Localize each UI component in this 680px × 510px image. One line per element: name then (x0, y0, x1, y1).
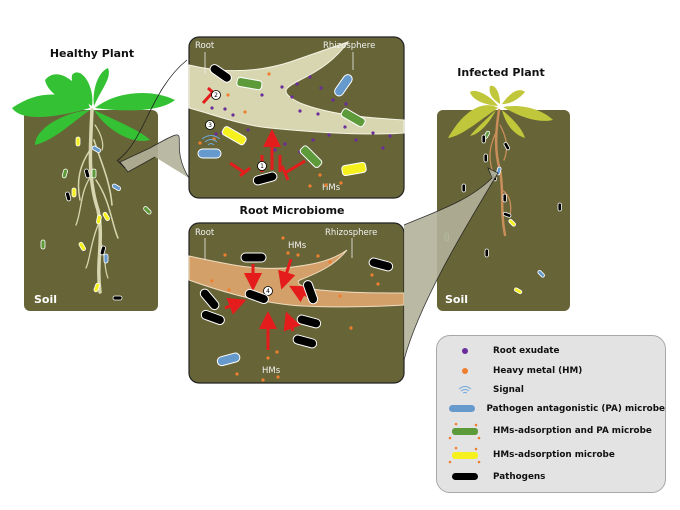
green-microbe-icon (143, 206, 152, 215)
infected-soil-label: Soil (445, 293, 468, 306)
green-microbe-icon (40, 239, 46, 250)
healthy-rhizosphere-panel: Root Rhizosphere HMs (188, 36, 405, 199)
legend-label: HMs-adsorption microbe (493, 450, 615, 460)
legend-label: Signal (493, 385, 524, 395)
signal-icon (201, 135, 221, 146)
marker-1: 1 (260, 163, 264, 170)
legend-item-hms-microbe: HMs-adsorption microbe (437, 444, 665, 466)
top-hms-label: HMs (322, 183, 341, 193)
black-microbe-icon (503, 142, 511, 151)
green-microbe-icon (340, 108, 366, 128)
legend-label: Pathogens (493, 472, 546, 482)
black-microbe-icon (99, 245, 106, 256)
legend-item-pa-microbe: Pathogen antagonistic (PA) microbe (437, 398, 665, 420)
black-microbe-icon (452, 473, 478, 480)
yellow-microbe-icon (341, 161, 367, 177)
yellow-microbe-icon (514, 287, 523, 295)
healthy-plant-leaves-icon (12, 68, 175, 145)
blue-microbe-icon (91, 145, 101, 153)
black-microbe-icon (502, 211, 512, 218)
heavy-metal-dots (198, 72, 343, 188)
yellow-microbe-icon (78, 241, 86, 251)
bottom-hms-top-label: HMs (288, 241, 307, 251)
marker-2: 2 (214, 92, 218, 99)
yellow-microbe-icon (96, 214, 102, 225)
top-root-label: Root (195, 41, 215, 51)
top-step-markers: 1 2 3 (205, 90, 267, 171)
legend-item-pathogens: Pathogens (437, 466, 665, 488)
pathogen-microbe-icon (252, 171, 278, 186)
pathogen-microbes (199, 252, 394, 349)
legend-label: Pathogen antagonistic (PA) microbe (486, 404, 665, 414)
black-microbe-icon (112, 295, 123, 301)
blue-microbe-icon (537, 270, 545, 278)
purple-dot-icon (462, 348, 468, 354)
green-microbe-icon (299, 145, 323, 168)
black-microbe-icon (84, 168, 91, 179)
pathogen-microbe-icon (209, 64, 232, 83)
blue-microbe-icon (197, 148, 222, 159)
legend-item-root-exudate: Root exudate (437, 340, 665, 362)
healthy-soil-label: Soil (34, 293, 57, 306)
infected-plant-title: Infected Plant (457, 66, 544, 79)
blue-microbe-icon (111, 183, 121, 191)
yellow-microbe-icon (508, 219, 516, 227)
black-microbe-icon (65, 191, 72, 202)
blue-microbe-icon (448, 405, 475, 412)
top-rhizosphere-label: Rhizosphere (323, 41, 375, 51)
green-microbe-icon (91, 168, 97, 179)
infected-rhizosphere-panel: Root Rhizosphere HMs HMs 4 (188, 222, 405, 384)
black-microbe-icon (502, 193, 507, 203)
legend-label: Heavy metal (HM) (493, 366, 583, 376)
bottom-hms-bottom-label: HMs (262, 366, 281, 376)
legend-item-hms-pa-microbe: HMs-adsorption and PA microbe (437, 420, 665, 442)
signal-icon (458, 386, 472, 394)
bottom-rhizosphere-label: Rhizosphere (325, 228, 377, 238)
legend-item-heavy-metal: Heavy metal (HM) (437, 360, 665, 382)
yellow-microbe-icon (102, 211, 110, 221)
legend-label: Root exudate (493, 346, 560, 356)
blue-microbe-icon (103, 253, 109, 264)
marker-4: 4 (266, 288, 270, 295)
yellow-microbe-icon (71, 187, 77, 198)
black-microbe-icon (481, 134, 486, 144)
black-microbe-icon (557, 202, 562, 212)
yellow-microbe-icon (221, 126, 247, 146)
legend-item-signal: Signal (437, 379, 665, 401)
orange-dot-icon (462, 368, 468, 374)
infected-plant-leaves-icon (448, 85, 553, 138)
infected-callout-arrow (403, 167, 499, 361)
legend: Root exudate Heavy metal (HM) Signal Pat… (436, 335, 666, 493)
black-microbe-icon (484, 248, 489, 258)
root-exudate-dots (210, 75, 392, 154)
healthy-callout-arrow (119, 134, 190, 179)
blue-microbe-icon (216, 352, 241, 367)
infected-soil-microbes (444, 130, 562, 295)
black-microbe-icon (483, 153, 488, 163)
healthy-plant-roots (75, 108, 119, 294)
green-microbe-icon (61, 168, 68, 179)
green-microbe-icon (448, 422, 481, 440)
black-microbe-icon (461, 183, 466, 193)
legend-label: HMs-adsorption and PA microbe (493, 426, 652, 436)
yellow-microbe-icon (75, 136, 81, 147)
blue-microbe-icon (334, 74, 353, 97)
root-microbiome-title: Root Microbiome (239, 204, 344, 217)
marker-3: 3 (208, 122, 212, 129)
infection-arrows (224, 258, 310, 350)
yellow-microbe-icon (93, 282, 101, 293)
yellow-microbe-icon (448, 446, 481, 464)
healthy-soil-microbes (40, 136, 152, 301)
bottom-root-label: Root (195, 228, 215, 238)
healthy-plant-title: Healthy Plant (50, 47, 134, 60)
green-microbe-icon (236, 76, 263, 91)
